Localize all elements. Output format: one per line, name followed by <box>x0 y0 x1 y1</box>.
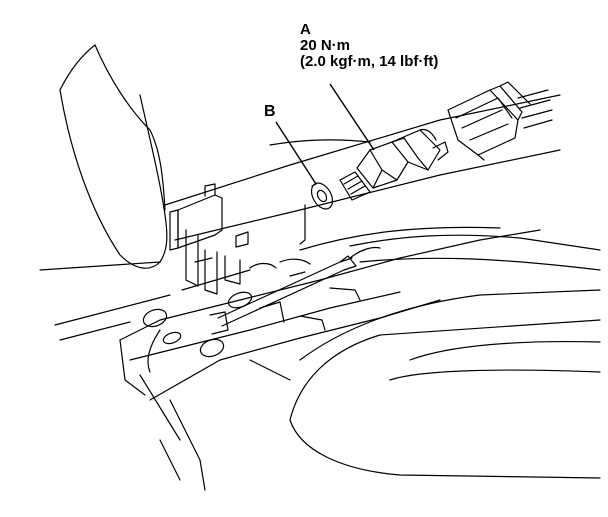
left-casting <box>59 44 168 269</box>
dipstick-tube <box>217 246 381 327</box>
shaft-bracket <box>169 183 251 295</box>
leader-lines <box>275 83 375 185</box>
wire-connector <box>447 81 553 161</box>
torque-spec-nm: 20 N·m <box>300 37 351 54</box>
horizontal-rail <box>39 94 561 341</box>
pressure-switch <box>339 128 449 201</box>
lower-engine-block <box>119 229 541 441</box>
leader-line-b <box>275 121 317 185</box>
leader-line-a <box>329 83 375 151</box>
callout-letter-a: A <box>300 21 311 38</box>
callout-letter-b: B <box>264 103 276 120</box>
torque-spec-alt-units: (2.0 kgf·m, 14 lbf·ft) <box>300 53 439 70</box>
sealing-washer <box>310 182 334 210</box>
install-guide <box>299 204 306 245</box>
lower-right-hoses <box>159 226 601 491</box>
